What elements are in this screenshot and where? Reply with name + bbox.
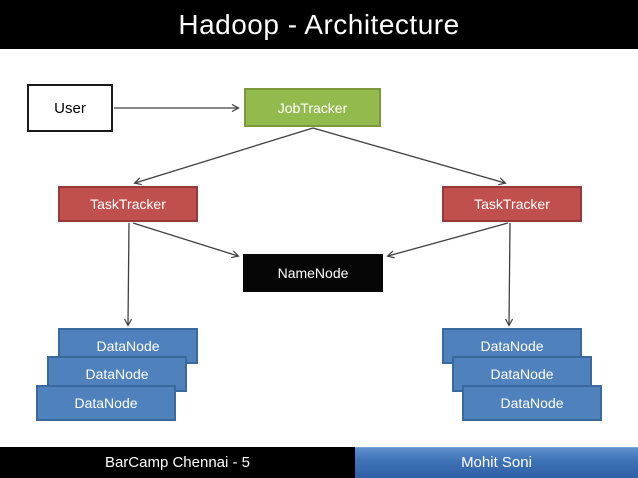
namenode-node: NameNode xyxy=(243,254,383,292)
datanode-left-3: DataNode xyxy=(36,385,176,421)
arrow-jobtracker-to-tasktracker-right xyxy=(312,127,507,186)
arrow-tasktracker-left-to-datanodes xyxy=(124,222,133,327)
arrow-jobtracker-to-tasktracker-left xyxy=(133,127,314,186)
footer-author-label: Mohit Soni xyxy=(355,447,638,478)
tasktracker-left-node: TaskTracker xyxy=(58,186,198,222)
arrow-tasktracker-left-to-namenode xyxy=(132,222,240,259)
arrow-tasktracker-right-to-datanodes xyxy=(505,222,514,327)
jobtracker-node: JobTracker xyxy=(244,88,381,127)
arrow-tasktracker-right-to-namenode xyxy=(386,222,509,259)
slide-title: Hadoop - Architecture xyxy=(0,0,638,49)
user-node: User xyxy=(27,84,113,132)
tasktracker-right-node: TaskTracker xyxy=(442,186,582,222)
datanode-right-3: DataNode xyxy=(462,385,602,421)
footer-event-label: BarCamp Chennai - 5 xyxy=(0,447,355,478)
